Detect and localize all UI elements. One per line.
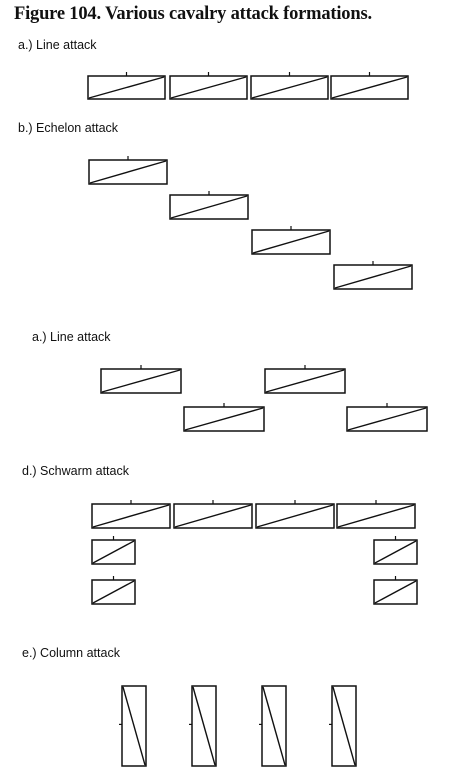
unit-diagonal [184, 407, 264, 431]
formation-line-attack-2 [100, 365, 428, 432]
unit-diagonal [251, 76, 328, 99]
unit-diagonal [170, 76, 247, 99]
cavalry-unit [250, 72, 329, 100]
unit-diagonal [347, 407, 427, 431]
unit-diagonal [92, 540, 135, 564]
section-label-line-attack-2: a.) Line attack [32, 330, 111, 344]
unit-diagonal [331, 76, 408, 99]
cavalry-unit [119, 685, 147, 767]
cavalry-unit [336, 500, 416, 529]
cavalry-unit [329, 685, 357, 767]
cavalry-unit [91, 576, 136, 605]
unit-box [261, 685, 287, 767]
formation-schwarm-attack [91, 500, 418, 605]
cavalry-unit [255, 500, 335, 529]
cavalry-unit [173, 500, 253, 529]
unit-diagonal [174, 504, 252, 528]
unit-diagonal [101, 369, 181, 393]
cavalry-unit [373, 536, 418, 565]
formation-echelon-attack [88, 156, 413, 290]
cavalry-unit [91, 500, 171, 529]
cavalry-unit [169, 191, 249, 220]
unit-diagonal [262, 686, 286, 766]
cavalry-unit [88, 156, 168, 185]
section-label-column-attack: e.) Column attack [22, 646, 120, 660]
unit-diagonal [252, 230, 330, 254]
unit-diagonal [374, 580, 417, 604]
unit-box [191, 685, 217, 767]
cavalry-unit [169, 72, 248, 100]
cavalry-unit [259, 685, 287, 767]
cavalry-unit [87, 72, 166, 100]
cavalry-unit [100, 365, 182, 394]
unit-diagonal [170, 195, 248, 219]
unit-diagonal [265, 369, 345, 393]
unit-diagonal [332, 686, 356, 766]
cavalry-unit [91, 536, 136, 565]
section-label-schwarm-attack: d.) Schwarm attack [22, 464, 129, 478]
unit-diagonal [92, 580, 135, 604]
cavalry-unit [373, 576, 418, 605]
unit-diagonal [92, 504, 170, 528]
section-label-line-attack-1: a.) Line attack [18, 38, 97, 52]
formation-line-attack-1 [87, 72, 409, 100]
figure-title: Figure 104. Various cavalry attack forma… [14, 4, 372, 24]
unit-diagonal [334, 265, 412, 289]
section-label-echelon-attack: b.) Echelon attack [18, 121, 119, 135]
unit-box [121, 685, 147, 767]
cavalry-unit [346, 403, 428, 432]
unit-diagonal [89, 160, 167, 184]
unit-box [331, 685, 357, 767]
cavalry-unit [251, 226, 331, 255]
unit-diagonal [256, 504, 334, 528]
formation-column-attack [119, 685, 357, 767]
cavalry-unit [264, 365, 346, 394]
cavalry-unit [189, 685, 217, 767]
unit-diagonal [337, 504, 415, 528]
unit-diagonal [88, 76, 165, 99]
unit-diagonal [122, 686, 146, 766]
unit-diagonal [192, 686, 216, 766]
cavalry-unit [330, 72, 409, 100]
unit-diagonal [374, 540, 417, 564]
cavalry-unit [183, 403, 265, 432]
cavalry-unit [333, 261, 413, 290]
